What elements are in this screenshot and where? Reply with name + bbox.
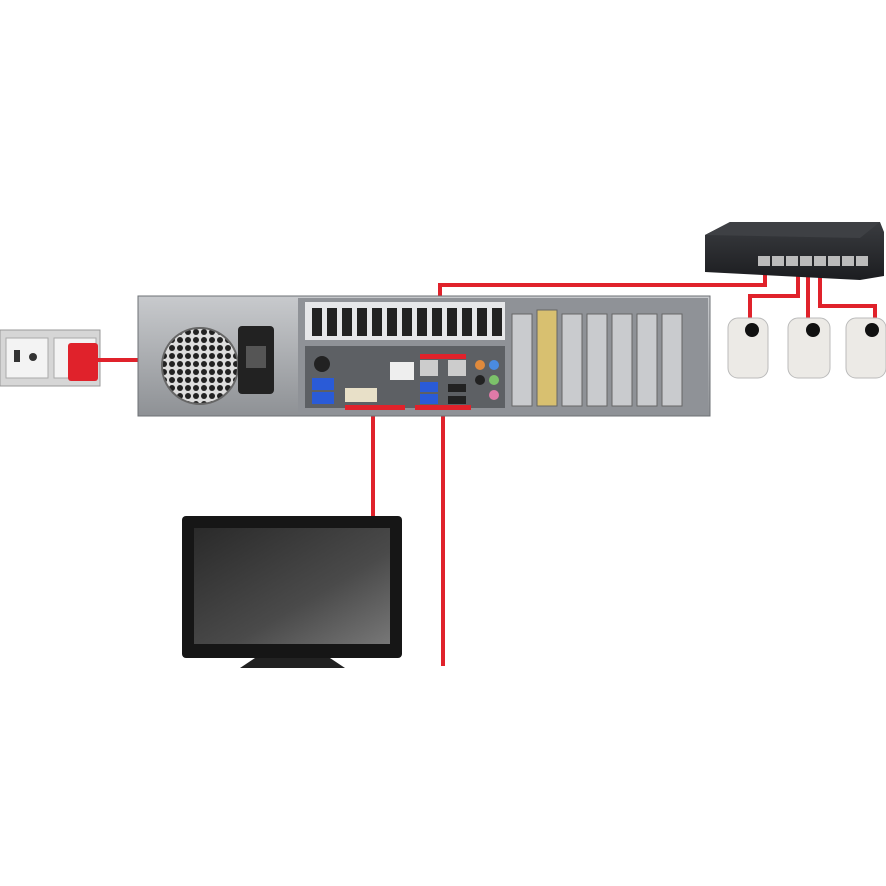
connector-highlights — [345, 354, 471, 410]
ethernet-port — [420, 360, 438, 376]
ip-camera — [727, 317, 769, 379]
dvi-port — [345, 388, 377, 402]
monitor — [182, 516, 402, 668]
vent — [305, 302, 505, 340]
expansion-slots — [511, 309, 683, 407]
ethernet-cable-camera-1 — [748, 262, 800, 325]
ethernet-cable-camera-3 — [818, 262, 877, 325]
server-chassis — [137, 295, 711, 417]
monitor-screen — [194, 528, 390, 644]
network-switch — [705, 222, 884, 280]
fan-grille — [161, 327, 239, 405]
ethernet-port — [448, 360, 466, 376]
power-plug-icon — [68, 343, 98, 381]
ip-camera — [845, 317, 886, 379]
io-panel — [305, 346, 505, 408]
monitor-stand — [240, 658, 345, 668]
wall-outlet — [0, 329, 101, 387]
ip-camera — [787, 317, 831, 379]
